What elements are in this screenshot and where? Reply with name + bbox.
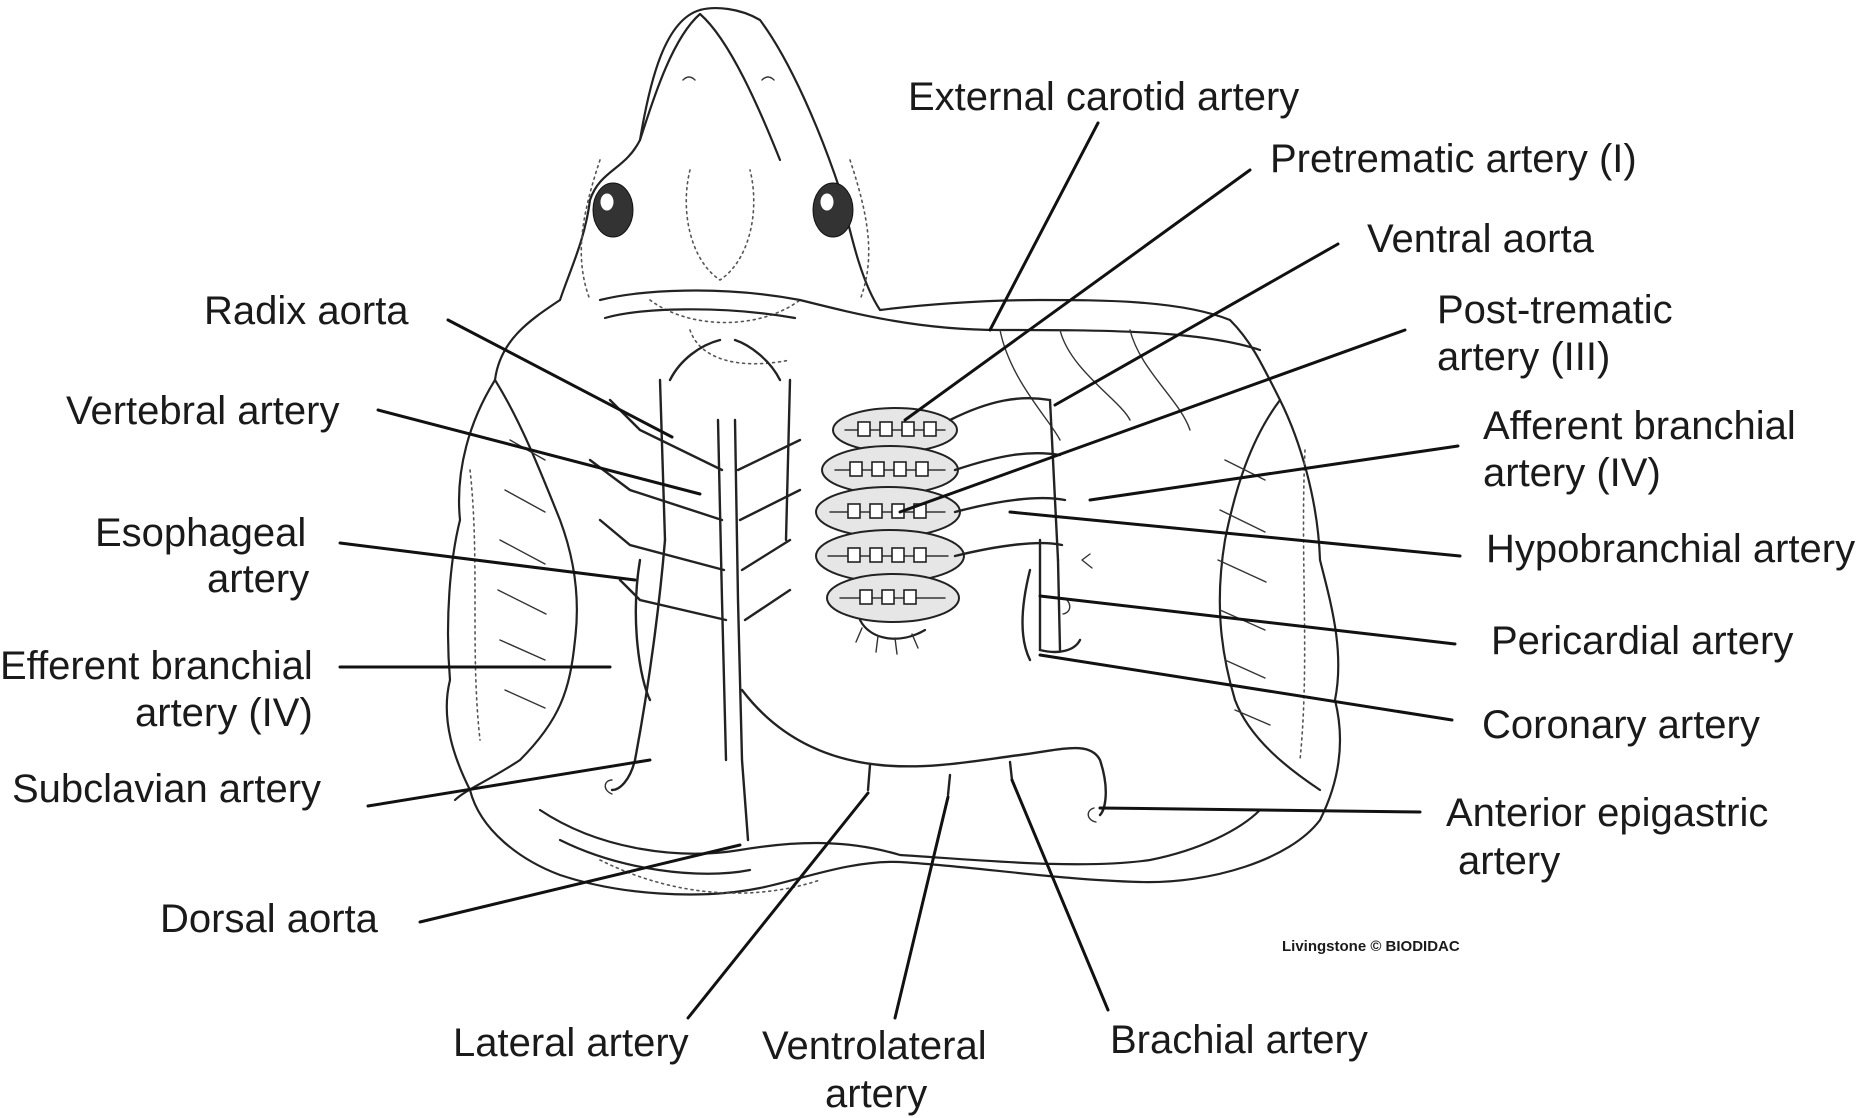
- branchial-arch-block: [815, 407, 965, 655]
- leader-ventral-aorta: [1053, 242, 1340, 407]
- credit-text: Livingstone © BIODIDAC: [1282, 938, 1460, 955]
- label-esophageal-line1: Esophageal: [95, 511, 307, 555]
- leader-lateral: [686, 791, 870, 1020]
- right-eye: [812, 182, 854, 238]
- leader-pericardial: [1038, 594, 1457, 646]
- leader-ventrolateral: [893, 795, 950, 1020]
- body-outline: [445, 7, 1342, 896]
- anatomy-drawing: [445, 7, 1342, 896]
- label-vertebral-artery: Vertebral artery: [66, 389, 340, 433]
- label-pretrematic-artery: Pretrematic artery (I): [1270, 137, 1637, 181]
- leader-esophageal: [338, 541, 637, 582]
- leader-lines: [338, 121, 1462, 1020]
- leader-afferent-branchial: [1088, 444, 1460, 502]
- label-lateral-artery: Lateral artery: [453, 1021, 689, 1065]
- label-post-trematic-line1: Post-trematic: [1437, 288, 1673, 332]
- label-afferent-branchial-line1: Afferent branchial: [1483, 404, 1796, 448]
- leader-coronary: [1038, 653, 1454, 722]
- label-subclavian-artery: Subclavian artery: [12, 767, 322, 811]
- label-ventrolateral-line1: Ventrolateral: [762, 1024, 987, 1068]
- label-post-trematic-line2: artery (III): [1437, 335, 1611, 379]
- label-brachial-artery: Brachial artery: [1110, 1018, 1368, 1062]
- dorsal-aorta-vessel: [733, 418, 750, 842]
- label-pericardial-artery: Pericardial artery: [1491, 619, 1794, 663]
- leader-radix-aorta: [446, 318, 674, 439]
- label-radix-aorta: Radix aorta: [204, 289, 409, 333]
- leader-external-carotid: [988, 121, 1100, 332]
- label-anterior-epigastric-line1: Anterior epigastric: [1446, 791, 1769, 835]
- ventral-aorta-vessel: [948, 397, 1060, 562]
- left-eye: [592, 182, 634, 238]
- label-hypobranchial-artery: Hypobranchial artery: [1486, 527, 1856, 571]
- label-ventrolateral-line2: artery: [825, 1072, 928, 1116]
- leader-vertebral: [376, 408, 702, 496]
- label-external-carotid-artery: External carotid artery: [908, 75, 1300, 119]
- leader-subclavian: [366, 758, 652, 808]
- label-efferent-branchial-line2: artery (IV): [135, 691, 313, 735]
- label-anterior-epigastric-line2: artery: [1458, 839, 1561, 883]
- label-dorsal-aorta: Dorsal aorta: [160, 897, 378, 941]
- label-coronary-artery: Coronary artery: [1482, 703, 1760, 747]
- label-esophageal-line2: artery: [207, 557, 310, 601]
- leader-hypobranchial: [1008, 510, 1462, 558]
- leader-dorsal-aorta: [418, 843, 742, 924]
- label-ventral-aorta: Ventral aorta: [1367, 217, 1594, 261]
- label-afferent-branchial-line2: artery (IV): [1483, 451, 1661, 495]
- leader-pretrematic: [903, 168, 1252, 422]
- snout-outline: [638, 12, 782, 162]
- leader-anterior-epigastric: [1098, 806, 1422, 814]
- leader-brachial: [1010, 778, 1110, 1012]
- label-efferent-branchial-line1: Efferent branchial: [0, 644, 313, 688]
- leader-post-trematic: [898, 328, 1407, 514]
